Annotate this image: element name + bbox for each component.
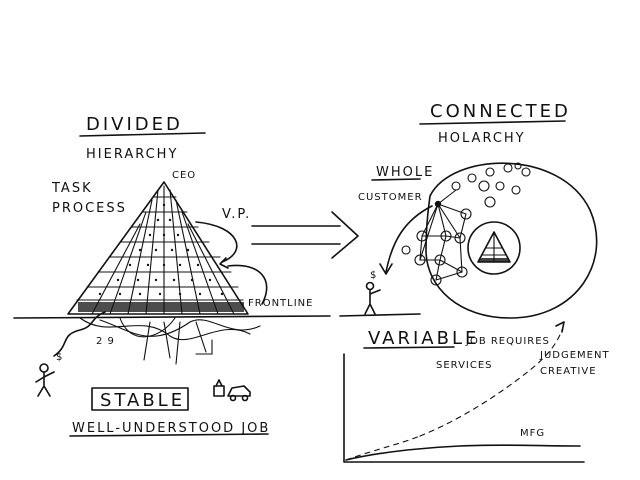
pyramid-grid (76, 185, 244, 315)
whole-label: WHOLE (376, 165, 434, 180)
growth-sketch: MFG (343, 321, 585, 463)
pyramid-cell-dots (98, 203, 224, 296)
task-label: TASK (51, 181, 93, 196)
doodle-numbers: 2 9 (96, 336, 115, 347)
process-label: PROCESS (52, 201, 127, 216)
customer-figure-left: $ (35, 352, 63, 397)
mfg-line (345, 444, 581, 461)
frontline-label: FRONTLINE (248, 298, 313, 309)
holarchy-subtitle: HOLARCHY (438, 131, 526, 146)
services-dashed-line-upper (419, 329, 563, 437)
creative-label: CREATIVE (540, 366, 597, 377)
stable-box (91, 387, 189, 411)
car-house-icon (213, 379, 251, 402)
dollar-left: $ (56, 352, 63, 363)
transition-arrow (251, 211, 359, 259)
judgement-label: JUDGEMENT (539, 350, 610, 361)
ceo-label: CEO (172, 170, 196, 181)
customer-figure-right: $ (364, 270, 381, 315)
vp-label: V.P. (222, 207, 251, 222)
vp-arrowhead (219, 257, 229, 269)
well-understood-label: WELL-UNDERSTOOD JOB (72, 421, 270, 436)
dollar-right: $ (370, 270, 377, 281)
right-ground-line (339, 313, 421, 317)
vp-arrow-top (195, 221, 238, 263)
well-understood-underline (69, 433, 269, 437)
job-requires-label: JOB REQUIRES (465, 336, 550, 347)
network-nodes (401, 208, 472, 286)
vp-arrow-bottom (227, 264, 268, 305)
sketch-axes (343, 353, 585, 463)
tangled-roots (79, 317, 261, 365)
pyramid-outline (67, 181, 249, 315)
variable-label: VARIABLE (368, 328, 479, 349)
whole-underline (371, 178, 421, 181)
services-label: SERVICES (436, 360, 493, 371)
hierarchy-subtitle: HIERARCHY (86, 147, 178, 162)
ground-line (13, 315, 331, 319)
customer-label: CUSTOMER (358, 192, 423, 203)
services-dashed-line (345, 435, 421, 461)
pyramid-base-band (78, 302, 244, 312)
services-arrowhead (555, 321, 565, 333)
connected-title: CONNECTED (430, 101, 571, 122)
variable-underline (363, 346, 455, 349)
inner-hierarchy (467, 221, 521, 275)
stable-label: STABLE (100, 390, 185, 411)
mfg-label: MFG (520, 428, 545, 439)
customer-arrowhead (379, 263, 393, 275)
pyramid-diagram (67, 181, 249, 315)
customer-node (434, 200, 442, 208)
divided-title-underline (79, 132, 206, 137)
network-graph (401, 189, 472, 286)
divided-title: DIVIDED (86, 114, 183, 135)
customer-arrow (385, 205, 433, 273)
connected-title-underline (419, 120, 566, 125)
customer-wavy-line (53, 311, 106, 357)
